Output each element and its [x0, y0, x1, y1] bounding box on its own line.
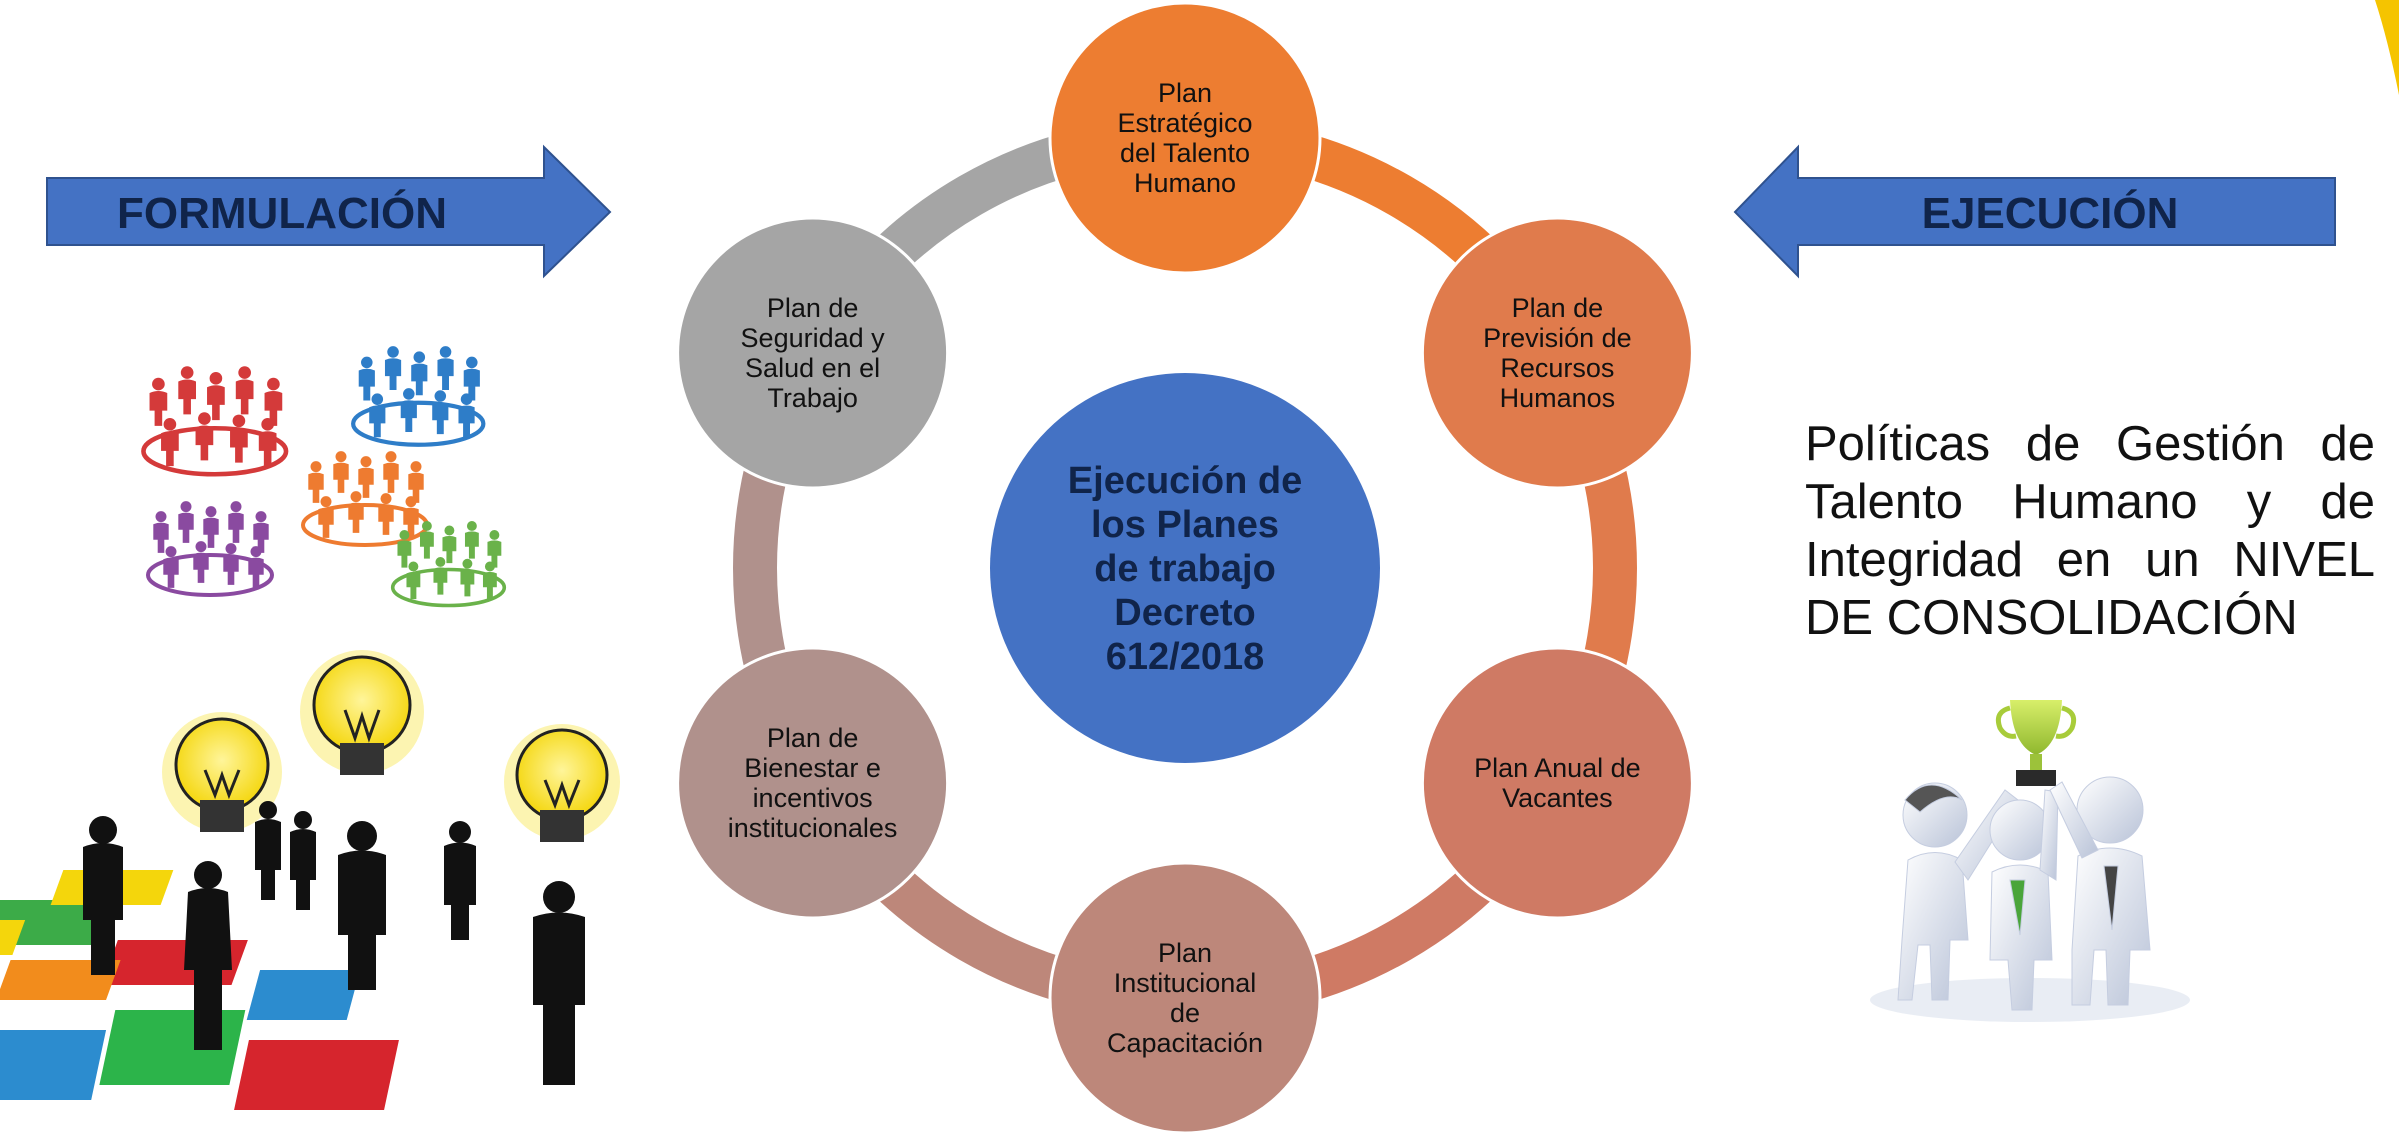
lightbulb-icon	[504, 724, 620, 842]
figure-left	[1897, 782, 2019, 1001]
people-group-icon	[351, 346, 486, 447]
plan-node-circle	[676, 216, 950, 490]
plan-node-circle	[1048, 1, 1322, 275]
ejecucion-arrow: EJECUCIÓN	[1733, 144, 2336, 279]
plan-node-circle	[1420, 216, 1694, 490]
plan-node-circle	[1420, 646, 1694, 920]
people-group-icon	[390, 520, 507, 608]
trophy-icon	[1995, 700, 2077, 786]
lightbulb-icon	[162, 712, 282, 832]
people-group-icon	[301, 451, 429, 547]
figure-right	[2049, 776, 2151, 1006]
formulacion-arrow: FORMULACIÓN	[46, 144, 612, 279]
businessman-silhouettes	[83, 801, 585, 1085]
team-trophy-illustration	[1870, 700, 2190, 1022]
corner-decoration	[2375, 0, 2399, 95]
ejecucion-label: EJECUCIÓN	[1922, 188, 2179, 238]
puzzle-pieces	[0, 870, 399, 1110]
formulacion-label: FORMULACIÓN	[117, 188, 447, 238]
people-group-icon	[146, 501, 274, 597]
center-circle	[990, 373, 1380, 763]
lightbulb-icon	[300, 650, 424, 775]
figure-middle	[1989, 789, 2059, 1011]
plan-node-circle	[1048, 861, 1322, 1135]
plan-node-circle	[676, 646, 950, 920]
people-network-illustration	[141, 346, 507, 608]
people-group-icon	[141, 366, 289, 477]
business-lightbulb-illustration	[0, 650, 620, 1110]
policy-text: Políticas de Gestión de Talento Humano y…	[1805, 417, 2375, 645]
